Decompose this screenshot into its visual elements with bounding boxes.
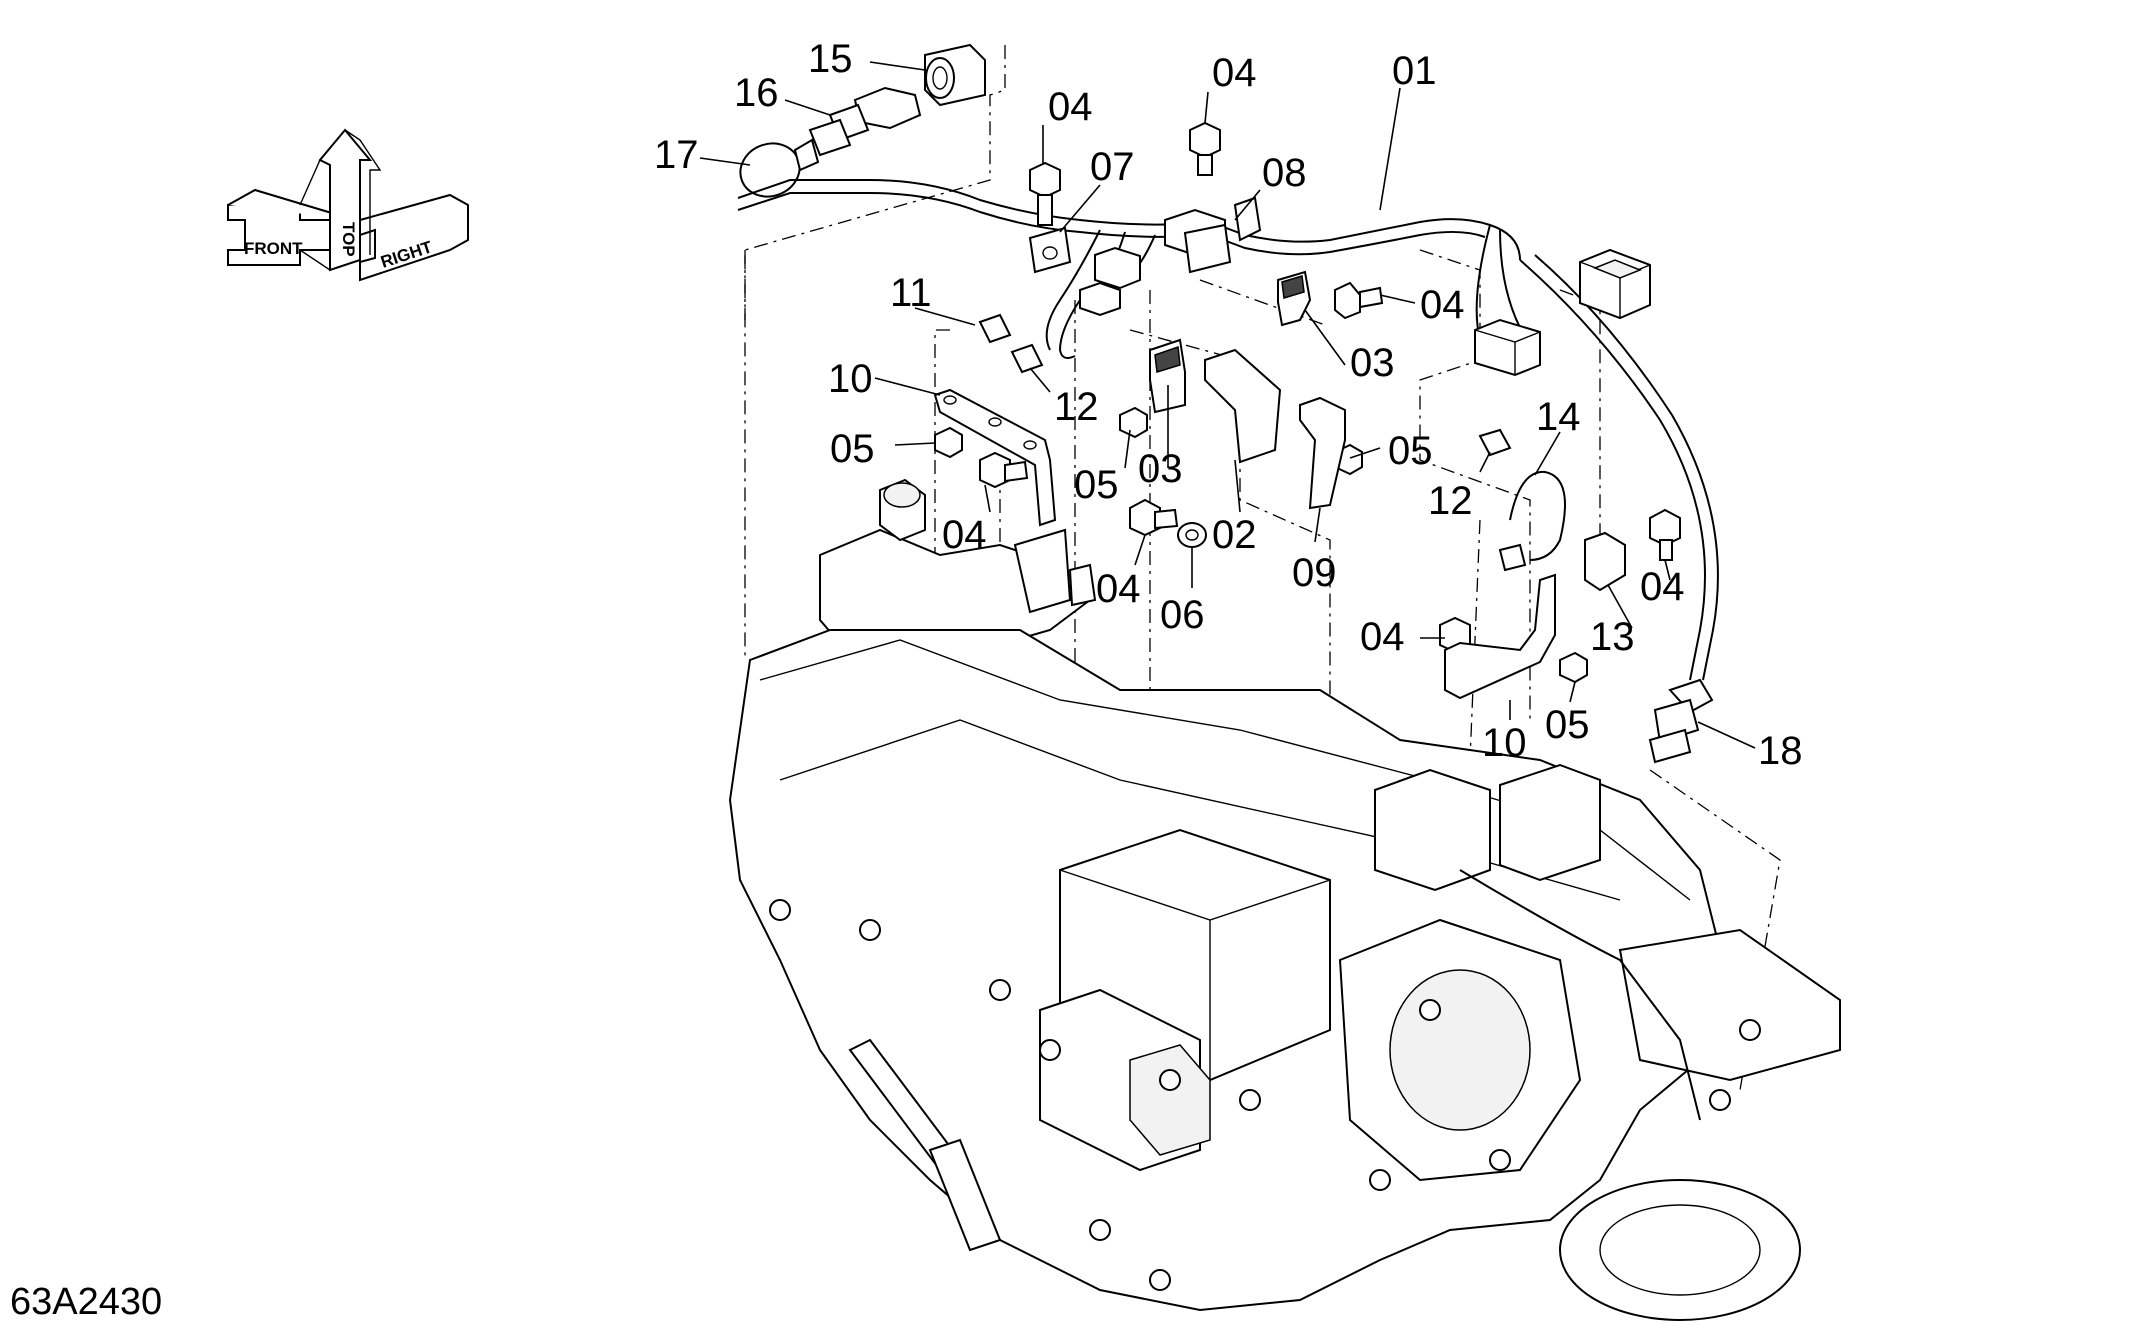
- bolt-04-d: [979, 451, 1029, 489]
- callout-03: 03: [1138, 447, 1183, 491]
- clamps: [978, 196, 1512, 457]
- part-17-cable-tie: [739, 138, 820, 198]
- callout-04: 04: [1212, 51, 1257, 95]
- front-arrow-icon: [227, 204, 356, 266]
- callout-10: 10: [1482, 721, 1527, 765]
- callout-10: 10: [828, 357, 873, 401]
- bolt-04-c: [1334, 281, 1384, 320]
- callout-18: 18: [1758, 729, 1803, 773]
- washer-06: [1177, 522, 1207, 548]
- cable-tie-14: [1509, 470, 1566, 561]
- bracket-02: [1204, 348, 1282, 464]
- callout-12: 12: [1054, 385, 1099, 429]
- callout-08: 08: [1262, 151, 1307, 195]
- sensor-18: [1648, 678, 1714, 764]
- callout-labels: 15 16 17 04 04 01 07 08 04 03 11 10 12 1…: [654, 37, 1803, 773]
- top-label: TOP: [339, 222, 358, 257]
- front-label: FRONT: [244, 239, 303, 258]
- part-16-pressure-switch: [808, 86, 922, 157]
- callout-01: 01: [1392, 49, 1437, 93]
- callout-04: 04: [1420, 283, 1465, 327]
- clamp-07: [1028, 226, 1072, 274]
- nuts: [934, 406, 1588, 684]
- right-arrow-icon: [359, 193, 469, 282]
- part-15-fitting: [924, 43, 986, 107]
- callout-04: 04: [1048, 85, 1093, 129]
- clip-11: [978, 313, 1012, 344]
- bracket-10-b: [1444, 573, 1556, 700]
- callout-04: 04: [942, 513, 987, 557]
- callout-16: 16: [734, 71, 779, 115]
- clip-12-b: [1478, 428, 1512, 457]
- callout-05: 05: [1388, 429, 1433, 473]
- bolt-04-e: [1129, 498, 1179, 537]
- drawing-number: 63A2430: [10, 1281, 162, 1323]
- callout-05: 05: [830, 427, 875, 471]
- callout-03: 03: [1350, 341, 1395, 385]
- callout-07: 07: [1090, 145, 1135, 189]
- hydraulic-pump-assembly: [728, 478, 1841, 1321]
- callout-05: 05: [1074, 463, 1119, 507]
- callout-17: 17: [654, 133, 699, 177]
- callout-04: 04: [1640, 565, 1685, 609]
- callout-15: 15: [808, 37, 853, 81]
- callout-06: 06: [1160, 593, 1205, 637]
- orientation-arrows: FRONT TOP RIGHT: [227, 128, 469, 282]
- callout-04: 04: [1096, 567, 1141, 611]
- callout-09: 09: [1292, 551, 1337, 595]
- callout-05: 05: [1545, 703, 1590, 747]
- callout-12: 12: [1428, 479, 1473, 523]
- callout-14: 14: [1536, 395, 1581, 439]
- body-bolts: [769, 899, 1761, 1291]
- brackets: [933, 348, 1626, 700]
- callout-11: 11: [890, 271, 932, 315]
- leader-lines: [699, 61, 1756, 749]
- bracket-10-a: [933, 388, 1057, 527]
- callout-04: 04: [1360, 615, 1405, 659]
- callout-02: 02: [1212, 513, 1257, 557]
- bolt-04-f: [1649, 508, 1681, 561]
- clamp-08: [1183, 223, 1232, 274]
- bolt-04-a: [1029, 161, 1061, 226]
- bracket-09: [1299, 396, 1346, 510]
- top-arrow-icon: [318, 128, 373, 272]
- callout-13: 13: [1590, 615, 1635, 659]
- clip-12-a: [1010, 343, 1044, 374]
- bracket-13: [1584, 531, 1626, 592]
- bolt-04-b: [1189, 121, 1221, 176]
